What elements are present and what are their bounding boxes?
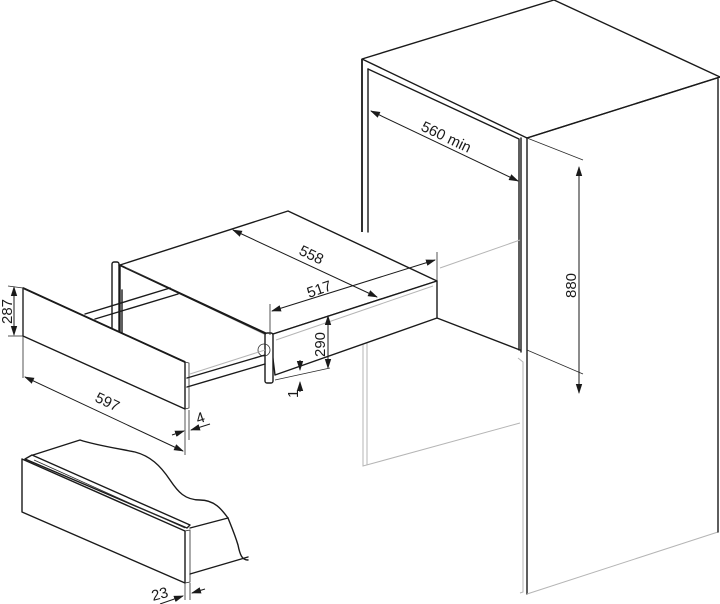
cabinet-height-label: 880 [563,273,580,298]
dimension-bottom-gap: 1 [274,360,331,398]
appliance-height-label: 290 [312,332,329,357]
dimension-front-panel-height: 287 [0,285,24,337]
cabinet-housing [361,0,720,595]
bottom-gap-label: 1 [285,390,302,398]
cabinet-width-label: 560 min [418,118,473,156]
front-panel-thickness-label: 4 [194,409,207,428]
dimension-cabinet-height: 880 [563,166,583,394]
front-panel-width-label: 597 [92,389,122,415]
drawer-front-panel [22,287,190,455]
installed-drawer-detail [21,439,249,600]
dimension-front-panel-thickness: 4 [171,409,211,440]
dimension-appliance-height: 290 [312,315,332,369]
front-overhang-label: 23 [150,584,171,604]
front-panel-height-label: 287 [0,299,16,324]
dimension-front-overhang: 23 [150,584,206,604]
